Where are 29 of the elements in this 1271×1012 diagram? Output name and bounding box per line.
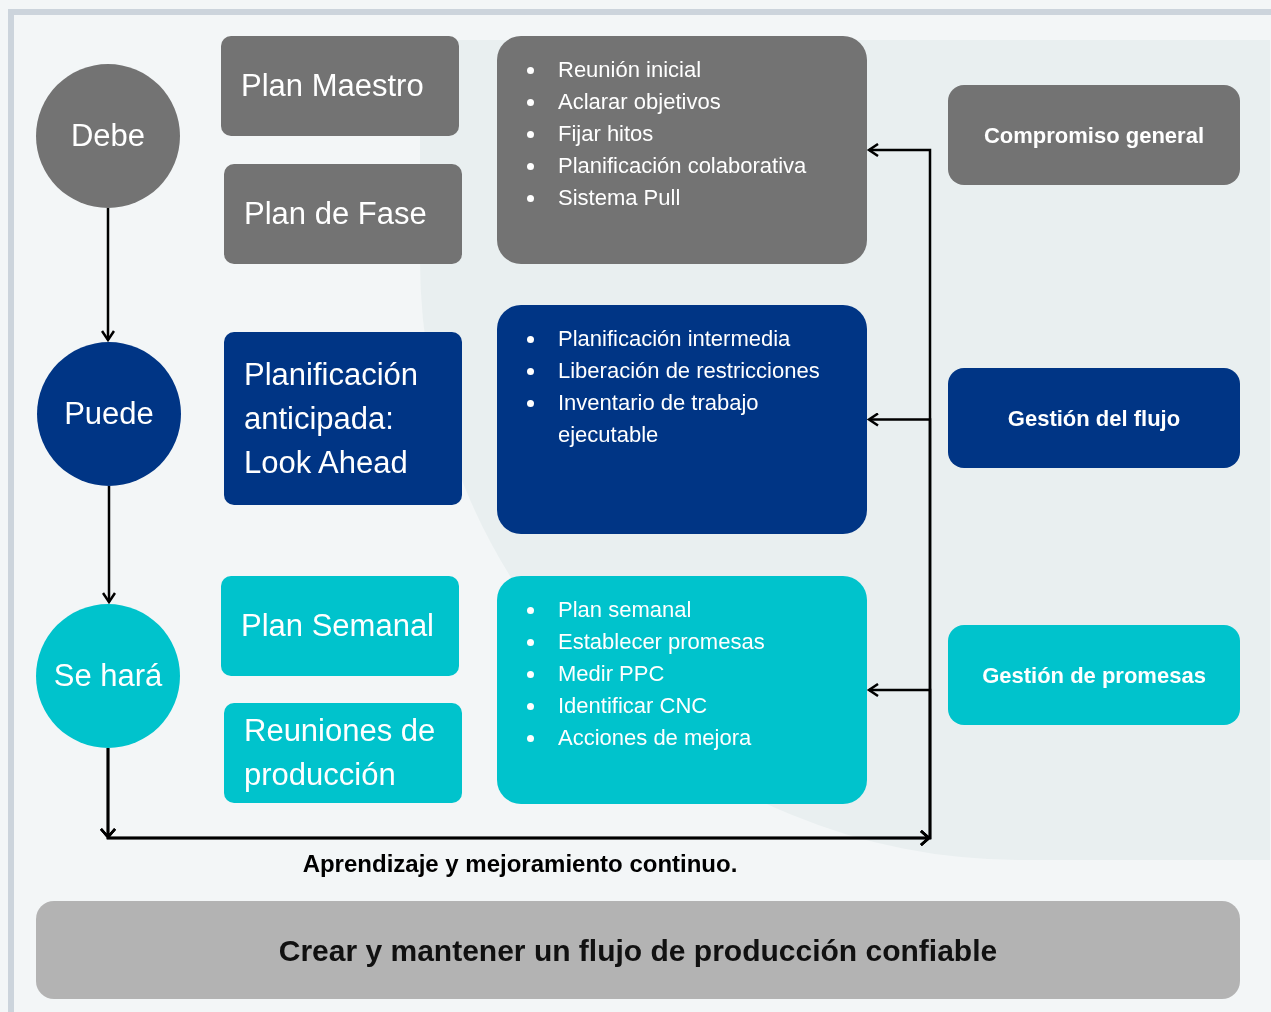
- loop-label: Aprendizaje y mejoramiento continuo.: [301, 849, 739, 879]
- goal-box: Gestión del flujo: [948, 368, 1240, 468]
- goal-box: Compromiso general: [948, 85, 1240, 185]
- arrow: [99, 682, 932, 847]
- bullet-item: Planificación intermedia: [558, 325, 791, 353]
- bullet-item: Aclarar objetivos: [558, 88, 721, 116]
- plan-box: Reuniones de producción: [224, 703, 462, 803]
- list-box: [497, 36, 867, 264]
- bullet-item: Reunión inicial: [558, 56, 702, 84]
- arrow: [100, 208, 116, 342]
- bullet-item: Fijar hitos: [558, 120, 654, 148]
- bullet-item: Inventario de trabajo ejecutable: [558, 389, 760, 449]
- bullet-item: Planificación colaborativa: [558, 152, 807, 180]
- bullet-item: Sistema Pull: [558, 184, 681, 212]
- arrow: [101, 486, 117, 604]
- plan-box: Plan de Fase: [224, 164, 462, 264]
- bullet-item: Identificar CNC: [558, 692, 708, 720]
- goal-box: Gestión de promesas: [948, 625, 1240, 725]
- plan-box: Plan Semanal: [221, 576, 459, 676]
- list-box: [497, 305, 867, 534]
- bullet-item: Acciones de mejora: [558, 724, 752, 752]
- bullet-item: Medir PPC: [558, 660, 665, 688]
- plan-box: Planificación anticipada: Look Ahead: [224, 332, 462, 505]
- banner-box: Crear y mantener un flujo de producción confiable: [36, 901, 1240, 999]
- bullet-item: Liberación de restricciones: [558, 357, 820, 385]
- plan-box: Plan Maestro: [221, 36, 459, 136]
- list-box: [497, 576, 867, 804]
- bullet-item: Establecer promesas: [558, 628, 765, 656]
- bullet-item: Plan semanal: [558, 596, 692, 624]
